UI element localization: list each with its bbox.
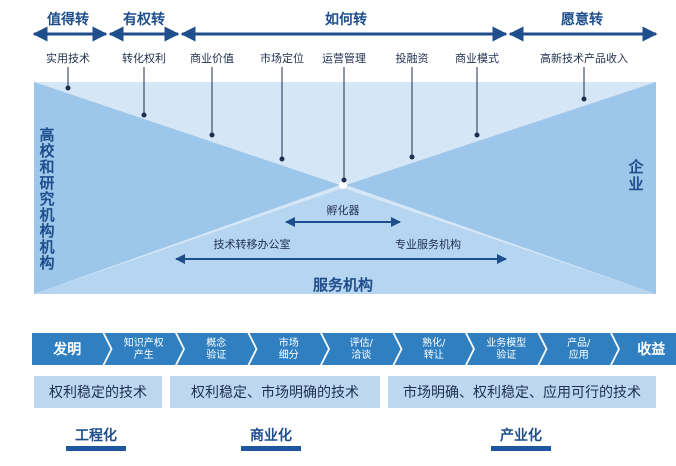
professional-services-label: 专业服务机构 bbox=[395, 237, 461, 251]
pin-dot-2 bbox=[141, 112, 147, 118]
stage-label-2: 商业化 bbox=[250, 427, 292, 444]
right-region-label: 企业 bbox=[627, 158, 644, 193]
chevron-label-8: 产品/应用 bbox=[567, 336, 591, 361]
outcome-text-1: 权利稳定的技术 bbox=[49, 385, 147, 401]
pin-label-6: 投融资 bbox=[396, 51, 429, 65]
stage-tabs: 工程化 商业化 产业化 bbox=[66, 427, 551, 451]
tech-office-label: 技术转移办公室 bbox=[214, 237, 291, 251]
outcome-text-3: 市场明确、权利稳定、应用可行的技术 bbox=[403, 384, 641, 401]
chevron-label-3: 概念验证 bbox=[206, 336, 226, 361]
chevron-label-2: 知识产权产生 bbox=[124, 336, 164, 361]
stage-underline-1 bbox=[66, 446, 126, 451]
chevron-step-5 bbox=[322, 333, 401, 365]
pin-dot-7 bbox=[474, 132, 480, 138]
bottom-region bbox=[34, 188, 656, 294]
phase-label-1: 值得转 bbox=[47, 11, 89, 28]
chevron-step-8 bbox=[539, 333, 618, 365]
pin-dot-5 bbox=[341, 177, 347, 183]
phase-arrows: 值得转 有权转 如何转 愿意转 bbox=[32, 11, 658, 42]
pin-dot-1 bbox=[65, 85, 71, 91]
chevron-step-2 bbox=[104, 333, 183, 365]
phase-label-4: 愿意转 bbox=[561, 11, 603, 28]
phase-label-2: 有权转 bbox=[123, 11, 165, 28]
pin-label-8: 高新技术产品收入 bbox=[540, 51, 628, 65]
pin-label-2: 转化权利 bbox=[122, 51, 166, 65]
stage-label-1: 工程化 bbox=[75, 427, 117, 444]
chevron-step-7 bbox=[467, 333, 546, 365]
chevron-label-4: 市场细分 bbox=[279, 336, 299, 361]
pin-dot-8 bbox=[581, 96, 587, 102]
bottom-region-label: 服务机构 bbox=[313, 276, 373, 294]
pin-label-5: 运营管理 bbox=[322, 51, 366, 65]
chevron-label-5: 评估/洽谈 bbox=[350, 336, 374, 361]
pin-dot-3 bbox=[209, 132, 215, 138]
outcome-box-3 bbox=[388, 376, 656, 408]
process-chevrons: 发明 知识产权产生 概念验证 市场细分 评估/洽谈 熟化/转让 业务模型验证 产品/应用 收益 bbox=[32, 333, 676, 365]
center-node bbox=[339, 181, 347, 189]
pins: 实用技术 转化权利 商业价值 市场定位 运营管理 投融资 商业模式 高新技术产品… bbox=[46, 51, 628, 183]
chevron-step-4 bbox=[249, 333, 328, 365]
chevron-step-6 bbox=[394, 333, 473, 365]
chevron-step-9 bbox=[612, 333, 676, 365]
inner-arrows: 孵化器 技术转移办公室 专业服务机构 bbox=[175, 203, 507, 264]
stage-underline-3 bbox=[491, 446, 551, 451]
chevron-step-3 bbox=[177, 333, 256, 365]
pin-dot-6 bbox=[409, 154, 415, 160]
chevron-label-9: 收益 bbox=[637, 341, 665, 358]
left-triangle bbox=[34, 82, 340, 294]
chevron-label-6: 熟化/转让 bbox=[422, 336, 446, 361]
left-region-label: 高校和研究机构机构 bbox=[39, 126, 55, 272]
pin-dot-4 bbox=[279, 156, 285, 162]
chevron-label-1: 发明 bbox=[52, 341, 81, 358]
chevron-step-1 bbox=[32, 333, 111, 365]
pin-label-3: 商业价值 bbox=[190, 51, 234, 65]
phase-label-3: 如何转 bbox=[325, 11, 367, 28]
incubator-label: 孵化器 bbox=[327, 203, 360, 217]
stage-underline-2 bbox=[241, 446, 301, 451]
pin-label-1: 实用技术 bbox=[46, 51, 90, 65]
outcome-box-2 bbox=[170, 376, 380, 408]
stage-label-3: 产业化 bbox=[500, 427, 542, 444]
chevron-label-7: 业务模型验证 bbox=[486, 336, 526, 361]
outcome-box-1 bbox=[34, 376, 162, 408]
right-triangle bbox=[346, 82, 656, 294]
pin-label-7: 商业模式 bbox=[455, 51, 499, 65]
outcome-text-2: 权利稳定、市场明确的技术 bbox=[191, 384, 359, 401]
outcome-boxes: 权利稳定的技术 权利稳定、市场明确的技术 市场明确、权利稳定、应用可行的技术 bbox=[34, 376, 656, 408]
pin-label-4: 市场定位 bbox=[260, 51, 304, 65]
